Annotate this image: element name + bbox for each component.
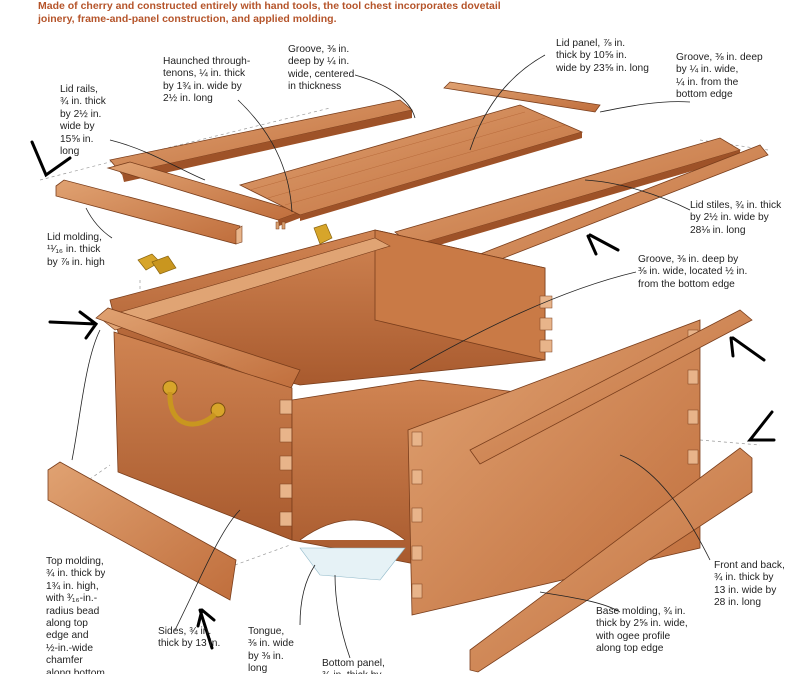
label-lid-stiles: Lid stiles, ¾ in. thick by 2½ in. wide b… (690, 200, 782, 236)
lid-molding-strip (443, 81, 601, 113)
label-lid-molding: Lid molding, ¹¹⁄₁₆ in. thick by ⅞ in. hi… (47, 232, 105, 268)
dovetails-right (539, 295, 553, 353)
label-bottom-panel: Bottom panel, ¾ in. thick by (322, 658, 385, 674)
lid-panel (238, 104, 584, 221)
label-tongue: Tongue, ⅜ in. wide by ⅜ in. long (248, 626, 294, 675)
chest-inner-side (99, 229, 546, 361)
label-front-back: Front and back, ¾ in. thick by 13 in. wi… (714, 560, 785, 609)
label-groove-mid-right: Groove, ⅜ in. deep by ⅜ in. wide, locate… (638, 254, 748, 290)
front-top-molding (469, 309, 753, 465)
top-molding-loose (47, 461, 237, 601)
annotation-arrows (30, 140, 776, 650)
chest-side-left (113, 331, 293, 541)
leader-lines (71, 54, 711, 659)
label-haunched-tenons: Haunched through- tenons, ¼ in. thick by… (163, 56, 251, 105)
chest-handle (162, 380, 226, 427)
label-groove-top-right: Groove, ⅜ in. deep by ¼ in. wide, ¼ in. … (676, 52, 763, 101)
hinge-left (137, 253, 177, 275)
base-molding (469, 447, 753, 673)
hinge-right (313, 223, 333, 245)
label-lid-groove: Groove, ⅜ in. deep by ¼ in. wide, center… (288, 44, 355, 93)
label-lid-panel: Lid panel, ⅞ in. thick by 10⅝ in. wide b… (556, 38, 649, 74)
label-lid-rails: Lid rails, ¾ in. thick by 2½ in. wide by… (60, 84, 106, 158)
tenon-pegs (275, 221, 286, 230)
caption: Made of cherry and constructed entirely … (38, 0, 501, 25)
label-sides: Sides, ¾ in. thick by 13 in. (158, 626, 221, 650)
label-base-molding: Base molding, ¾ in. thick by 2⅝ in. wide… (596, 606, 688, 655)
top-molding-frame (95, 307, 301, 391)
label-top-molding: Top molding, ¾ in. thick by 1¾ in. high,… (46, 556, 106, 674)
lid-molding-left (55, 179, 243, 245)
